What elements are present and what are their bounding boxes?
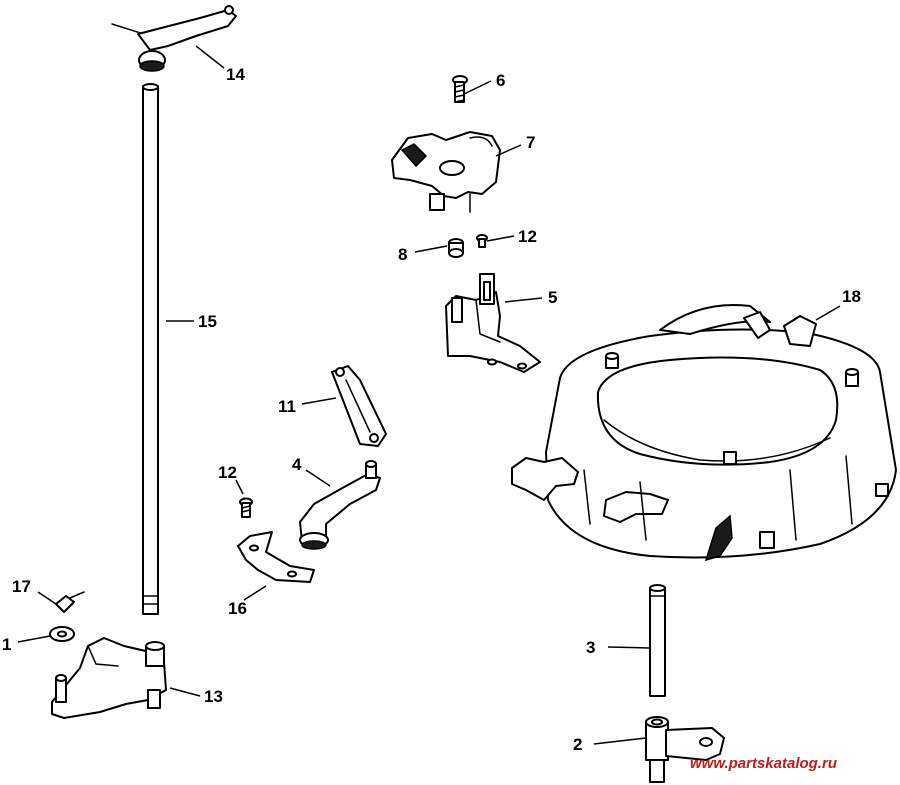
callout-8: 8: [398, 245, 407, 264]
callout-17: 17: [12, 577, 31, 596]
part-3-shaft: [649, 584, 666, 697]
part-1-washer: [49, 626, 75, 642]
part-4-arm: [299, 460, 381, 550]
callout-12-upper: 12: [518, 227, 537, 246]
part-7-housing: [391, 131, 501, 213]
callout-7: 7: [526, 133, 535, 152]
part-2-lower-arm: [645, 716, 725, 783]
watermark-text: www.partskatalog.ru: [690, 755, 837, 772]
callout-labels: 1 2 3 4 5 6 7 8 11 12 12 13 14 15 16 17 …: [2, 65, 861, 754]
part-15-rod: [142, 83, 159, 615]
callout-18: 18: [842, 287, 861, 306]
part-13-lever: [51, 637, 167, 719]
part-11-link: [331, 365, 387, 447]
callout-1: 1: [2, 635, 11, 654]
callout-16: 16: [228, 599, 247, 618]
callout-2: 2: [573, 735, 582, 754]
callout-14: 14: [226, 65, 245, 84]
callout-11: 11: [278, 397, 296, 416]
callout-5: 5: [548, 288, 557, 307]
part-12-screw-upper: [476, 234, 488, 248]
part-18-ring-housing: [511, 304, 897, 562]
part-17-clip: [55, 591, 85, 613]
callout-3: 3: [586, 638, 595, 657]
callout-6: 6: [496, 71, 505, 90]
part-12-screw-lower: [239, 497, 253, 518]
part-6-screw: [452, 75, 468, 103]
callout-13: 13: [204, 687, 223, 706]
part-5-bracket: [445, 273, 541, 373]
leader-lines: [17, 45, 841, 745]
part-14-lever: [111, 5, 237, 72]
part-8-bushing: [448, 238, 464, 258]
part-16-plate: [237, 531, 315, 583]
callout-12-lower: 12: [218, 463, 237, 482]
callout-15: 15: [198, 312, 217, 331]
callout-4: 4: [292, 455, 302, 474]
